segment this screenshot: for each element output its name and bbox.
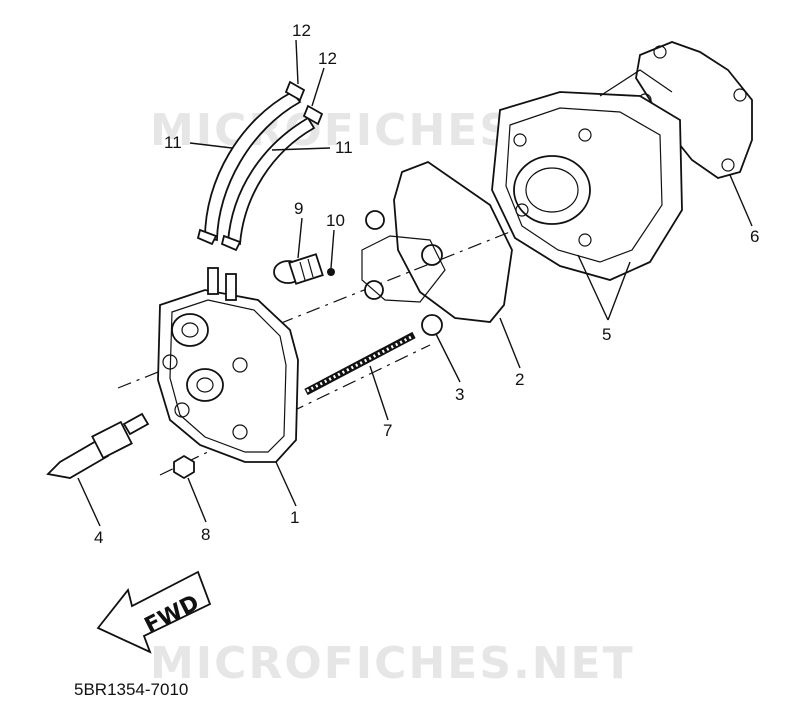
callout-8: 8: [201, 525, 210, 544]
hoses: [204, 90, 316, 246]
callout-3: 3: [455, 385, 464, 404]
hose-clamps: [196, 80, 324, 252]
callout-5: 5: [602, 325, 611, 344]
callout-2: 2: [515, 370, 524, 389]
callout-12b: 12: [318, 49, 337, 68]
screw: [327, 268, 335, 276]
callout-12a: 12: [292, 21, 311, 40]
watermark-bottom: MICROFICHES.NET: [150, 638, 635, 689]
callout-10: 10: [326, 211, 345, 230]
thermo-sender: [273, 253, 324, 285]
leader-lines: [77, 39, 753, 527]
callout-1: 1: [290, 508, 299, 527]
callout-7: 7: [383, 421, 392, 440]
head-gasket: [393, 160, 513, 323]
callout-11b: 11: [335, 138, 353, 157]
spark-plug: [46, 412, 150, 479]
callout-11a: 11: [164, 133, 182, 152]
cylinder: [491, 69, 683, 281]
callout-9: 9: [294, 199, 303, 218]
o-rings: [361, 210, 446, 336]
cylinder-head: [157, 267, 299, 463]
diagram-code: 5BR1354-7010: [74, 680, 188, 699]
cylinder-base-gasket: [635, 41, 753, 179]
callout-6: 6: [750, 227, 759, 246]
nut: [173, 454, 195, 480]
callout-4: 4: [94, 528, 103, 547]
stud-bolt: [304, 331, 416, 396]
